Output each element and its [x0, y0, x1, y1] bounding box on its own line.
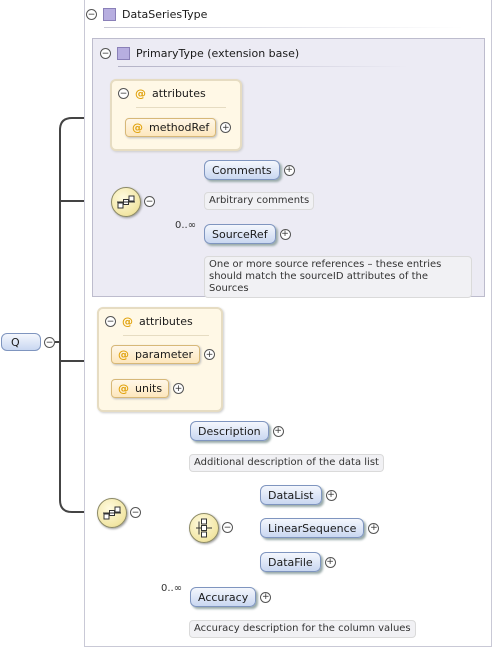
element-linear-sequence[interactable]: LinearSequence — [260, 518, 380, 538]
sequence-compositor[interactable] — [111, 187, 141, 217]
collapse-icon[interactable] — [44, 337, 55, 348]
choice-icon — [196, 518, 212, 538]
collapse-icon[interactable] — [222, 522, 233, 533]
attributes-label: attributes — [139, 315, 193, 328]
attribute-units[interactable]: @ units — [111, 379, 185, 398]
attribute-name: units — [135, 382, 163, 395]
choice-compositor[interactable] — [189, 513, 219, 543]
base-attributes-label: attributes — [152, 87, 206, 100]
sequence-icon — [103, 506, 121, 520]
collapse-icon[interactable] — [86, 9, 97, 20]
expand-icon[interactable] — [173, 383, 185, 394]
collapse-icon[interactable] — [144, 196, 155, 207]
attribute-icon: @ — [132, 121, 143, 134]
element-datalist[interactable]: DataList — [260, 485, 337, 505]
collapse-icon[interactable] — [118, 88, 129, 99]
expand-icon[interactable] — [324, 556, 336, 568]
element-accuracy[interactable]: Accuracy — [190, 587, 272, 607]
doc-accuracy: Accuracy description for the column valu… — [189, 620, 416, 638]
attributes-divider — [136, 107, 226, 108]
doc-description: Additional description of the data list — [189, 454, 384, 472]
sequence-compositor[interactable] — [97, 498, 127, 528]
sequence-icon — [117, 195, 135, 209]
complex-type-divider — [104, 27, 464, 28]
expand-icon[interactable] — [272, 425, 284, 437]
element-description[interactable]: Description — [190, 421, 284, 441]
attribute-parameter[interactable]: @ parameter — [111, 345, 216, 364]
element-source-ref[interactable]: SourceRef — [204, 224, 291, 244]
expand-icon[interactable] — [325, 489, 337, 501]
element-datafile[interactable]: DataFile — [260, 552, 336, 572]
base-type-header: PrimaryType (extension base) — [100, 47, 299, 60]
expand-icon[interactable] — [368, 522, 380, 534]
attribute-icon: @ — [118, 382, 129, 395]
expand-icon[interactable] — [204, 349, 216, 360]
doc-line: should match the sourceID attributes of … — [209, 271, 428, 294]
root-label: Q — [11, 335, 20, 349]
attribute-name: parameter — [135, 348, 194, 361]
complex-type-icon — [117, 47, 130, 60]
occurrence-source-ref: 0..∞ — [175, 220, 197, 231]
base-type-divider — [118, 66, 408, 67]
complex-type-header: DataSeriesType — [86, 8, 207, 21]
attribute-icon: @ — [135, 87, 146, 100]
expand-icon[interactable] — [220, 122, 232, 133]
element-comments[interactable]: Comments — [204, 160, 295, 180]
collapse-icon[interactable] — [105, 316, 116, 327]
expand-icon[interactable] — [279, 228, 291, 240]
base-attributes-header: @ attributes — [118, 87, 206, 100]
complex-type-icon — [103, 8, 116, 21]
doc-line: One or more source references – these en… — [209, 259, 442, 270]
expand-icon[interactable] — [283, 164, 295, 176]
attributes-divider — [123, 335, 209, 336]
base-type-label: PrimaryType (extension base) — [136, 47, 300, 60]
collapse-icon[interactable] — [100, 48, 111, 59]
attributes-header: @ attributes — [105, 315, 193, 328]
attribute-icon: @ — [118, 348, 129, 361]
complex-type-label: DataSeriesType — [122, 8, 208, 21]
attribute-name: methodRef — [149, 121, 210, 134]
doc-source-ref: One or more source references – these en… — [204, 256, 472, 298]
collapse-icon[interactable] — [130, 507, 141, 518]
doc-comments: Arbitrary comments — [204, 192, 315, 210]
occurrence-accuracy: 0..∞ — [161, 583, 183, 594]
root-element[interactable]: Q — [1, 333, 41, 351]
attribute-methodRef[interactable]: @ methodRef — [125, 118, 232, 137]
attribute-icon: @ — [122, 315, 133, 328]
base-attributes-group: @ attributes — [110, 79, 242, 151]
expand-icon[interactable] — [260, 591, 272, 603]
